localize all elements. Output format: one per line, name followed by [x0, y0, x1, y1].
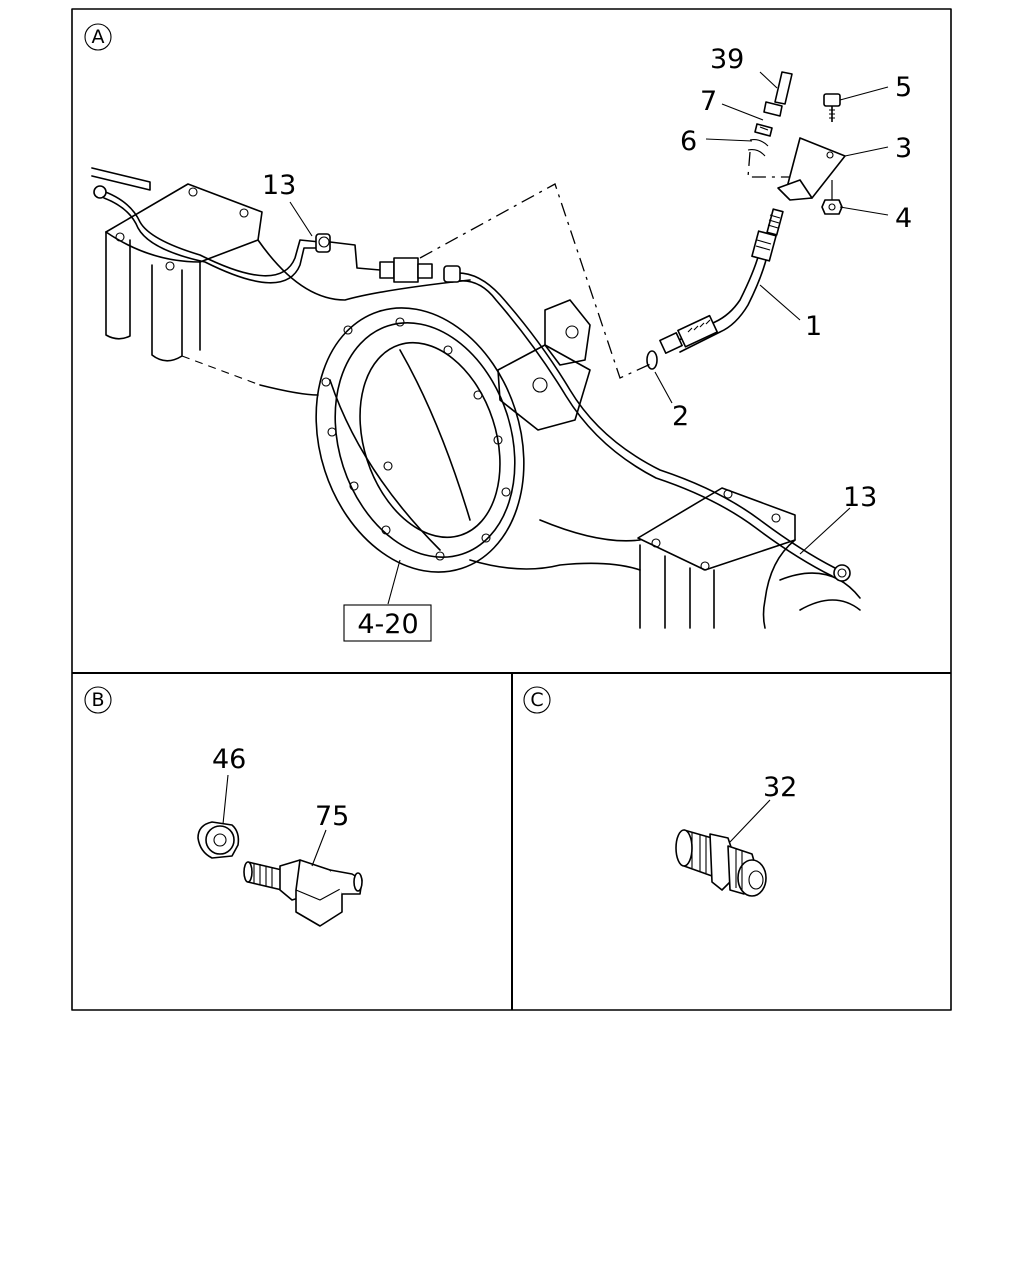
svg-text:B: B: [91, 689, 104, 711]
o-ring: [646, 350, 658, 370]
callout-1: 1: [805, 311, 822, 342]
bolt: [823, 93, 841, 122]
washer: [747, 139, 769, 157]
callout-6: 6: [680, 126, 697, 157]
reference-box: 4-20: [343, 559, 432, 642]
panel-tag-b: B: [84, 686, 112, 714]
svg-text:4-20: 4-20: [357, 609, 418, 640]
panel-tag-c: C: [523, 686, 551, 714]
brake-tube-left: [93, 185, 331, 284]
callout-5: 5: [895, 72, 912, 103]
mounting-bracket: [497, 299, 591, 431]
callout-39: 39: [710, 44, 744, 75]
leader-lines: [289, 71, 889, 555]
callout-75: 75: [315, 801, 349, 832]
lock-nut-46: [197, 774, 240, 859]
flexible-hose: [659, 208, 784, 354]
callout-4: 4: [895, 203, 912, 234]
three-way-connector: [329, 241, 433, 283]
callout-13-left: 13: [262, 170, 296, 201]
union-adapter-32: [675, 799, 771, 897]
callout-46: 46: [212, 744, 246, 775]
brake-tube-right: [443, 265, 851, 582]
panel-tag-a: A: [84, 23, 112, 51]
spring-clip: [754, 123, 773, 137]
svg-text:C: C: [530, 689, 543, 711]
lock-plate: [763, 71, 793, 117]
callout-3: 3: [895, 133, 912, 164]
elbow-union-75: [243, 829, 363, 927]
hose-bracket: [777, 137, 846, 201]
frame-panels: [71, 8, 952, 1011]
differential-carrier: [315, 307, 525, 573]
callout-32: 32: [763, 772, 797, 803]
svg-text:A: A: [92, 26, 105, 48]
phantom-lines: [419, 151, 795, 379]
nut: [821, 180, 843, 215]
axle-housing: [91, 167, 861, 629]
callout-2: 2: [672, 401, 689, 432]
callout-7: 7: [700, 86, 717, 117]
callout-13-right: 13: [843, 482, 877, 513]
